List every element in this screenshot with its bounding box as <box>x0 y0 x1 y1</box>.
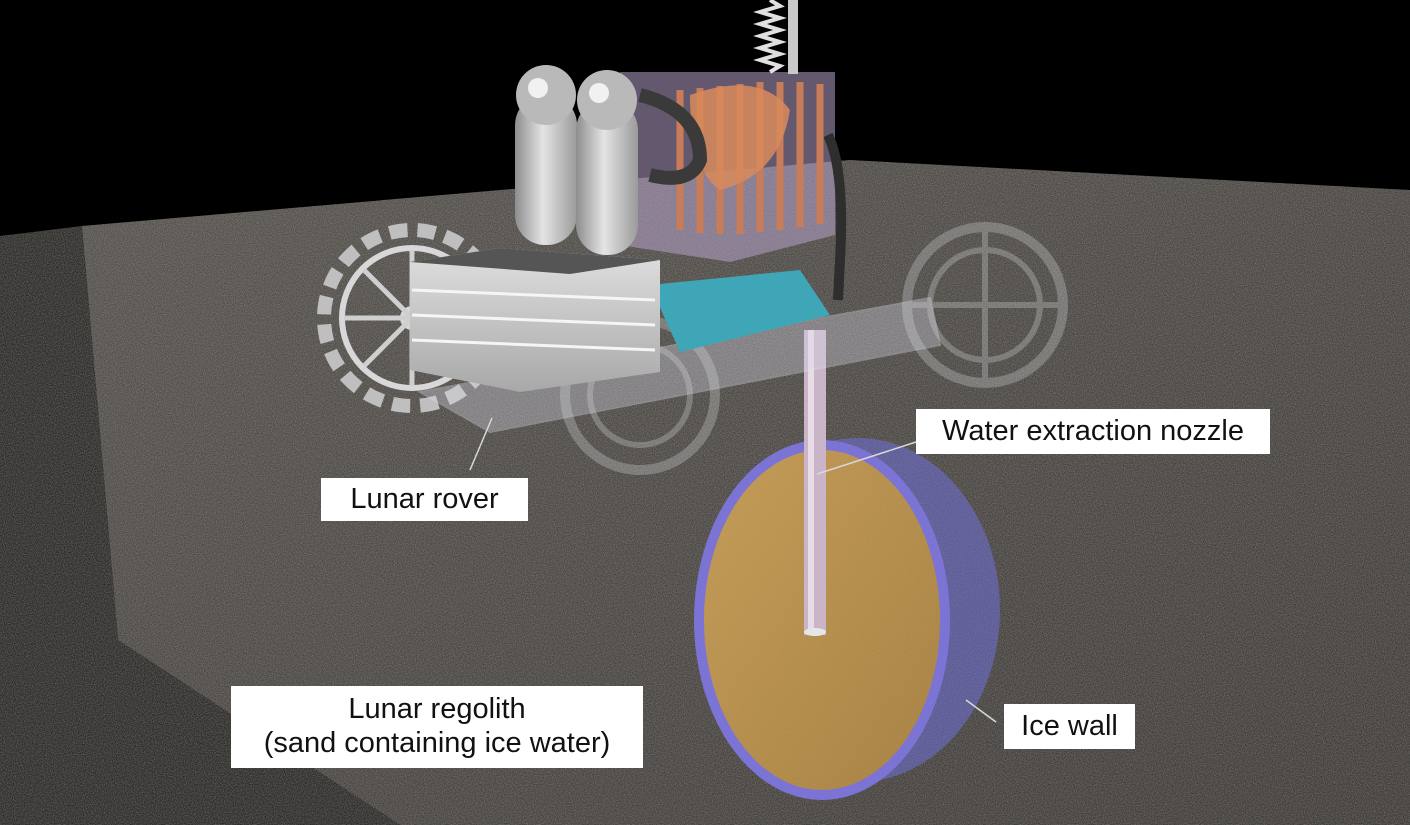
label-water-extraction-nozzle-text: Water extraction nozzle <box>942 415 1244 447</box>
rover-wheel-back-right <box>902 222 1068 388</box>
rover-gas-tank-left <box>515 65 577 245</box>
nozzle-tip <box>804 628 826 636</box>
leader-lines <box>469 417 997 723</box>
nozzle-pipe <box>804 330 826 635</box>
label-lunar-regolith-line1: Lunar regolith <box>348 693 526 725</box>
label-lunar-rover: Lunar rover <box>321 478 528 521</box>
rover-orange-plate <box>690 85 790 190</box>
label-ice-wall-text: Ice wall <box>1021 710 1118 742</box>
regolith-texture <box>0 160 1410 825</box>
leader-line-ice-wall <box>965 699 997 723</box>
rover-battery-stack <box>410 248 660 392</box>
leader-line-nozzle <box>816 441 917 475</box>
label-lunar-regolith: Lunar regolith (sand containing ice wate… <box>231 686 643 768</box>
rover-gas-tank-right <box>576 70 638 255</box>
rover-cyan-module <box>650 270 830 352</box>
label-lunar-regolith-line2: (sand containing ice water) <box>263 727 611 759</box>
water-extraction-nozzle <box>804 330 826 636</box>
label-ice-wall: Ice wall <box>1004 704 1135 749</box>
leader-line-rover <box>469 417 493 471</box>
label-lunar-rover-text: Lunar rover <box>350 483 499 515</box>
label-water-extraction-nozzle: Water extraction nozzle <box>916 409 1270 454</box>
rover-side-pipe <box>823 132 847 301</box>
nozzle-pipe-highlight <box>808 330 814 635</box>
lunar-rover <box>317 0 1068 475</box>
rover-hose <box>638 88 708 185</box>
regolith-block <box>0 160 1410 825</box>
rover-antenna <box>753 0 798 74</box>
